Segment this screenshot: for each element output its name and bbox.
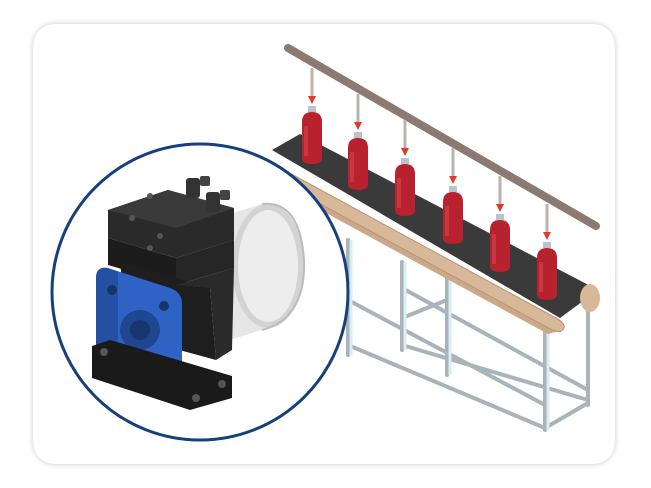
pump-head (108, 176, 234, 285)
down-arrow-icon (496, 204, 504, 212)
down-arrow-icon (543, 232, 551, 240)
down-arrow-icon (308, 96, 316, 104)
filling-station-4 (443, 148, 463, 244)
conveyor-frame-glass (349, 240, 550, 430)
filling-rail-beam (284, 44, 600, 230)
filling-station-2 (348, 94, 368, 190)
filling-station-6 (537, 204, 557, 300)
pump-base (92, 340, 232, 410)
down-arrow-icon (354, 122, 362, 130)
down-arrow-icon (401, 148, 409, 156)
diaphragm-pump (92, 176, 306, 410)
filling-station-3 (395, 120, 415, 216)
filling-station-1 (302, 68, 322, 164)
down-arrow-icon (449, 176, 457, 184)
filling-stations (302, 68, 557, 300)
pump-motor (216, 202, 306, 344)
filling-station-5 (490, 176, 510, 272)
conveyor-frame (346, 238, 590, 432)
